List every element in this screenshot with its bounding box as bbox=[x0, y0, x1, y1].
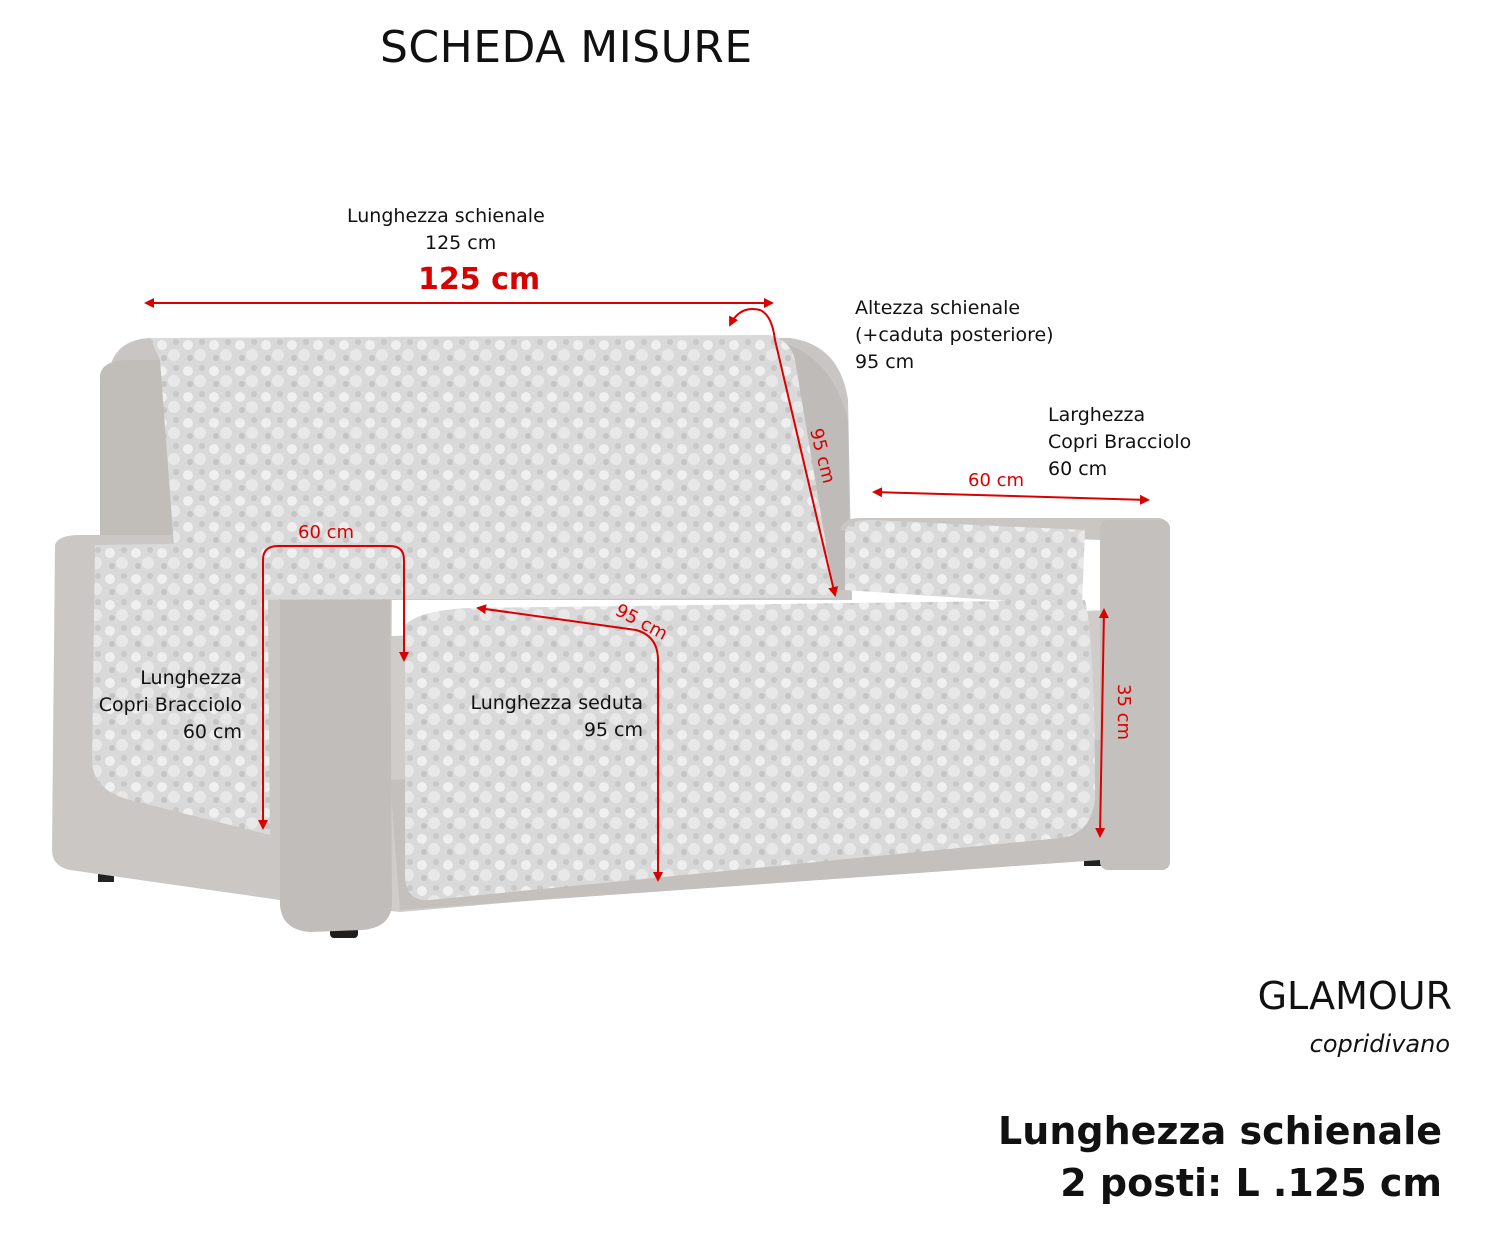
right-arm-cover bbox=[845, 520, 1085, 606]
left-armrest-front bbox=[280, 568, 392, 932]
arm-width-label-2: Copri Bracciolo bbox=[1048, 431, 1192, 453]
side-drop-dimension-text: 35 cm bbox=[1113, 684, 1134, 740]
right-armrest-front bbox=[1100, 520, 1170, 870]
back-cover bbox=[150, 335, 835, 600]
arm-width-value: 60 cm bbox=[1048, 458, 1108, 480]
arm-length-label-2: Copri Bracciolo bbox=[98, 694, 242, 716]
arm-length-dimension-line bbox=[258, 545, 409, 830]
left-arm-cover bbox=[92, 542, 290, 835]
summary-line-2: 2 posti: L .125 cm bbox=[1060, 1161, 1442, 1205]
back-height-label: Altezza schienale bbox=[855, 297, 1021, 319]
page-title: SCHEDA MISURE bbox=[380, 22, 753, 73]
arm-length-value: 60 cm bbox=[182, 721, 242, 743]
back-height-value: 95 cm bbox=[855, 351, 915, 373]
product-type: copridivano bbox=[1309, 1030, 1450, 1058]
arm-width-label: Larghezza bbox=[1048, 404, 1146, 426]
seat-length-value: 95 cm bbox=[583, 719, 643, 741]
back-height-dimension-line bbox=[729, 308, 839, 597]
arm-length-dimension-text: 60 cm bbox=[298, 522, 354, 543]
back-length-label: Lunghezza schienale bbox=[347, 205, 545, 227]
arm-width-dimension-text: 60 cm bbox=[968, 470, 1024, 491]
arm-length-label: Lunghezza bbox=[140, 667, 242, 689]
back-height-note: (+caduta posteriore) bbox=[855, 324, 1054, 346]
summary-line-1: Lunghezza schienale bbox=[998, 1109, 1442, 1153]
back-length-dimension-text: 125 cm bbox=[418, 262, 541, 297]
arm-width-dimension-line bbox=[872, 487, 1150, 505]
back-length-value: 125 cm bbox=[425, 232, 497, 254]
back-cushion-left bbox=[99, 360, 180, 560]
side-drop-dimension-line bbox=[1095, 608, 1109, 838]
product-name: GLAMOUR bbox=[1257, 974, 1452, 1018]
seat-length-label: Lunghezza seduta bbox=[470, 692, 643, 714]
seat-length-dimension-line bbox=[476, 604, 663, 882]
